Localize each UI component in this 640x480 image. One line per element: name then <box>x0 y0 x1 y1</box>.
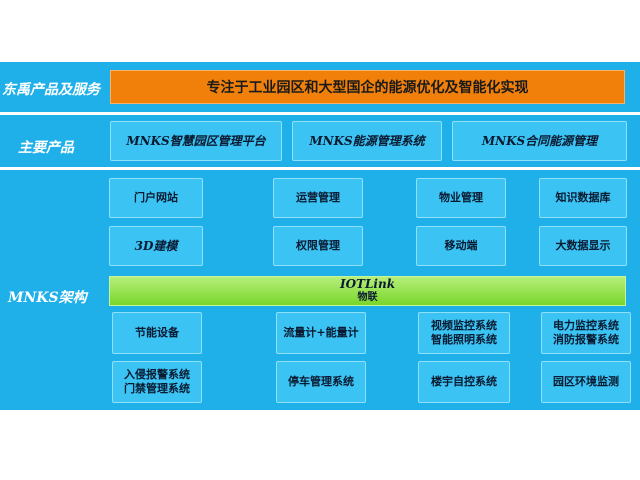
subsystem-label: 电力监控系统 <box>553 319 619 332</box>
subsystem-label: 停车管理系统 <box>288 375 354 388</box>
subsystem-label: 消防报警系统 <box>553 333 619 346</box>
subsystem-box: 停车管理系统 <box>276 361 366 403</box>
services-label: 东禹产品及服务 <box>2 82 100 98</box>
module-box: 大数据显示 <box>539 226 627 266</box>
product-box: MNKS合同能源管理 <box>452 121 627 161</box>
module-box: 门户网站 <box>109 178 203 218</box>
iotlink-title: IOTLink <box>339 277 396 291</box>
subsystem-label: 楼宇自控系统 <box>431 375 497 388</box>
subsystem-box: 流量计+能量计 <box>276 312 366 354</box>
subsystem-label: 节能设备 <box>135 326 179 339</box>
module-box: 3D建模 <box>109 226 203 266</box>
services-summary: 专注于工业园区和大型国企的能源优化及智能化实现 <box>110 70 625 104</box>
module-box: 物业管理 <box>416 178 506 218</box>
subsystem-box: 楼宇自控系统 <box>418 361 510 403</box>
subsystem-label: 门禁管理系统 <box>124 382 190 395</box>
product-box: MNKS能源管理系统 <box>292 121 442 161</box>
subsystem-box: 电力监控系统 消防报警系统 <box>541 312 631 354</box>
subsystem-label: 园区环境监测 <box>553 375 619 388</box>
module-box: 运营管理 <box>273 178 363 218</box>
subsystem-label: 智能照明系统 <box>431 333 497 346</box>
module-box: 知识数据库 <box>539 178 627 218</box>
iotlink-bar: IOTLink 物联 <box>109 276 626 306</box>
subsystem-label: 流量计+能量计 <box>283 326 359 339</box>
iotlink-subtitle: 物联 <box>357 292 378 303</box>
subsystem-box: 入侵报警系统 门禁管理系统 <box>112 361 202 403</box>
subsystem-label: 入侵报警系统 <box>124 368 190 381</box>
products-label: 主要产品 <box>18 140 74 156</box>
divider-1 <box>0 112 640 115</box>
divider-2 <box>0 167 640 170</box>
product-box: MNKS智慧园区管理平台 <box>110 121 282 161</box>
subsystem-box: 视频监控系统 智能照明系统 <box>418 312 510 354</box>
module-box: 权限管理 <box>273 226 363 266</box>
subsystem-box: 园区环境监测 <box>541 361 631 403</box>
module-box: 移动端 <box>416 226 506 266</box>
subsystem-box: 节能设备 <box>112 312 202 354</box>
architecture-label: MNKS架构 <box>8 290 87 306</box>
subsystem-label: 视频监控系统 <box>431 319 497 332</box>
